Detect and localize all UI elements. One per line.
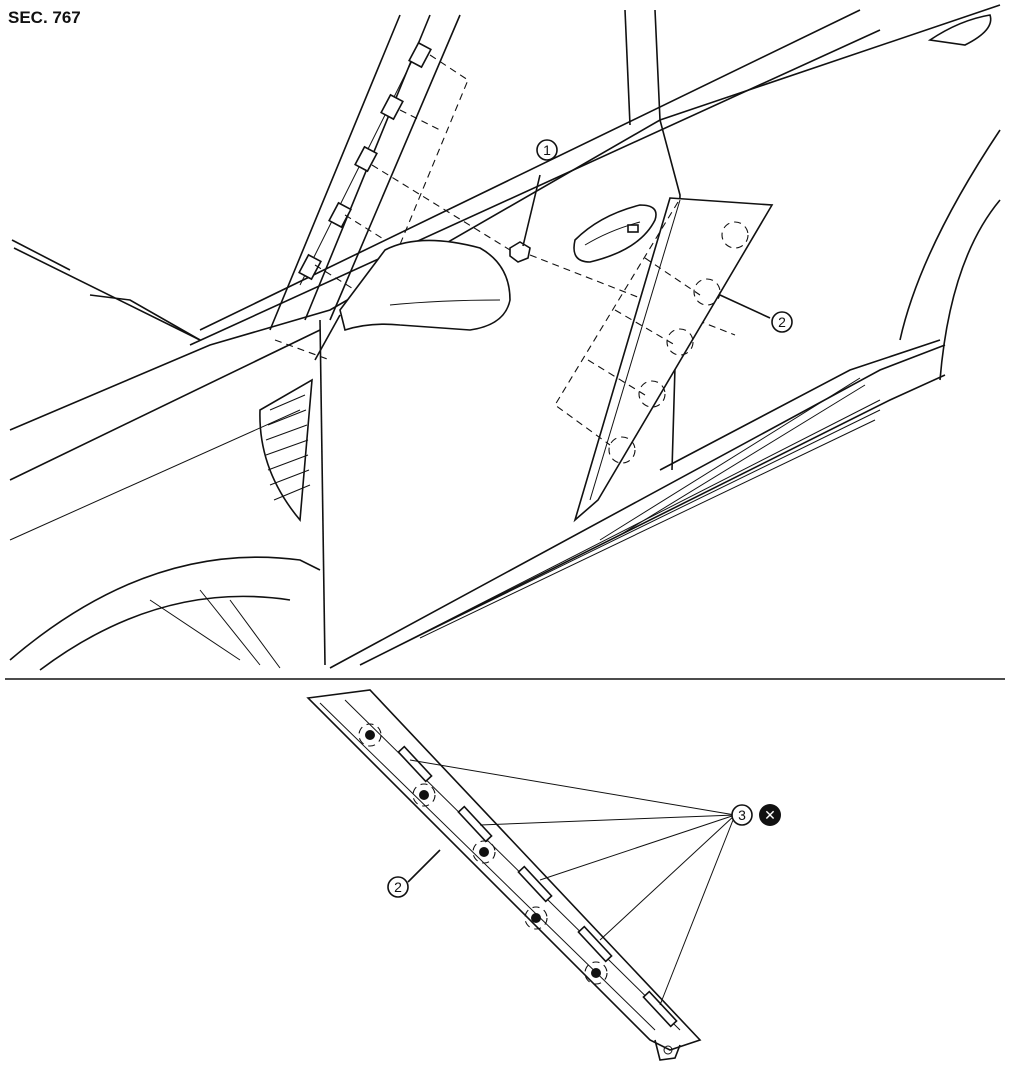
wiper-line [11, 239, 71, 271]
body-crease-line [9, 4, 1001, 431]
callout-3-circle [731, 804, 753, 826]
side-mirror-seam [389, 299, 501, 306]
key-cylinder [627, 224, 639, 233]
garnish-clip-circles [608, 221, 749, 464]
callout-2-bottom-leader [407, 849, 441, 883]
projection-box-1 [554, 201, 679, 446]
clip-leader-4 [344, 214, 386, 241]
callout-3-text: 3 [738, 807, 746, 823]
fender-line [9, 409, 301, 541]
a-pillar-clips [298, 41, 432, 281]
rear-door-bottom [659, 339, 941, 471]
lower-detail-view: 3 ✕ 2 [306, 689, 781, 1061]
garnish-detail-inner-edge [319, 702, 656, 1031]
rocker-line [329, 344, 946, 669]
a-pillar-trim [329, 14, 461, 321]
cowl-line [13, 247, 201, 341]
side-mirror [339, 239, 511, 332]
clip-leader-3 [371, 164, 511, 251]
no-reuse-icon [759, 804, 781, 826]
fender-vent [259, 378, 313, 522]
no-reuse-mark: ✕ [764, 808, 776, 824]
callout-3-leaders [409, 759, 736, 1006]
cowl-panel [89, 294, 201, 341]
door-handle [573, 204, 657, 263]
callout-2-top-circle [771, 311, 793, 333]
b-pillar-garnish [573, 197, 774, 523]
garnish-hook [654, 1039, 681, 1061]
roof-rail-line [199, 9, 861, 331]
nut-1-icon [509, 241, 531, 263]
mirror-base [314, 314, 341, 361]
door-front-edge [319, 319, 326, 666]
callout-2-bottom-text: 2 [394, 879, 402, 895]
hood-line [9, 329, 321, 481]
clip-leader-2 [399, 109, 441, 131]
b-pillar-line [624, 9, 631, 126]
callout-2-top-text: 2 [778, 314, 786, 330]
callout-2-top-leader [719, 294, 771, 319]
upper-vehicle-view: 1 [9, 4, 1001, 671]
callout-1-text: 1 [543, 142, 551, 158]
rear-wheel-arch [899, 129, 1001, 341]
side-step-ridges [379, 377, 881, 656]
a-pillar-outer [269, 14, 401, 331]
door-handle-inner [584, 221, 641, 246]
garnish-detail-rib [344, 699, 681, 1031]
clip-leader-6 [274, 339, 331, 361]
clip-leader-1 [374, 54, 469, 306]
clip-leader-5 [314, 264, 356, 291]
garnish-hook-hole [663, 1045, 673, 1055]
callout-1-leader [522, 174, 541, 247]
garnish-detail-body [306, 689, 702, 1051]
side-step-outer [359, 374, 946, 666]
callout-2-bottom-circle [387, 876, 409, 898]
front-wheel-arch-inner [39, 595, 291, 671]
front-wheel-arch [9, 556, 321, 661]
detail-clip-circles [358, 723, 608, 985]
section-label: SEC. 767 [8, 8, 81, 27]
rear-wheel-arch-inner [939, 199, 1001, 381]
callout-1-circle [536, 139, 558, 161]
belt-line [189, 29, 881, 346]
front-wheel-spokes [149, 589, 281, 669]
double-sided-tape-strips [397, 745, 678, 1028]
rear-door-handle [927, 14, 992, 46]
b-pillar-garnish-edge [589, 199, 681, 501]
